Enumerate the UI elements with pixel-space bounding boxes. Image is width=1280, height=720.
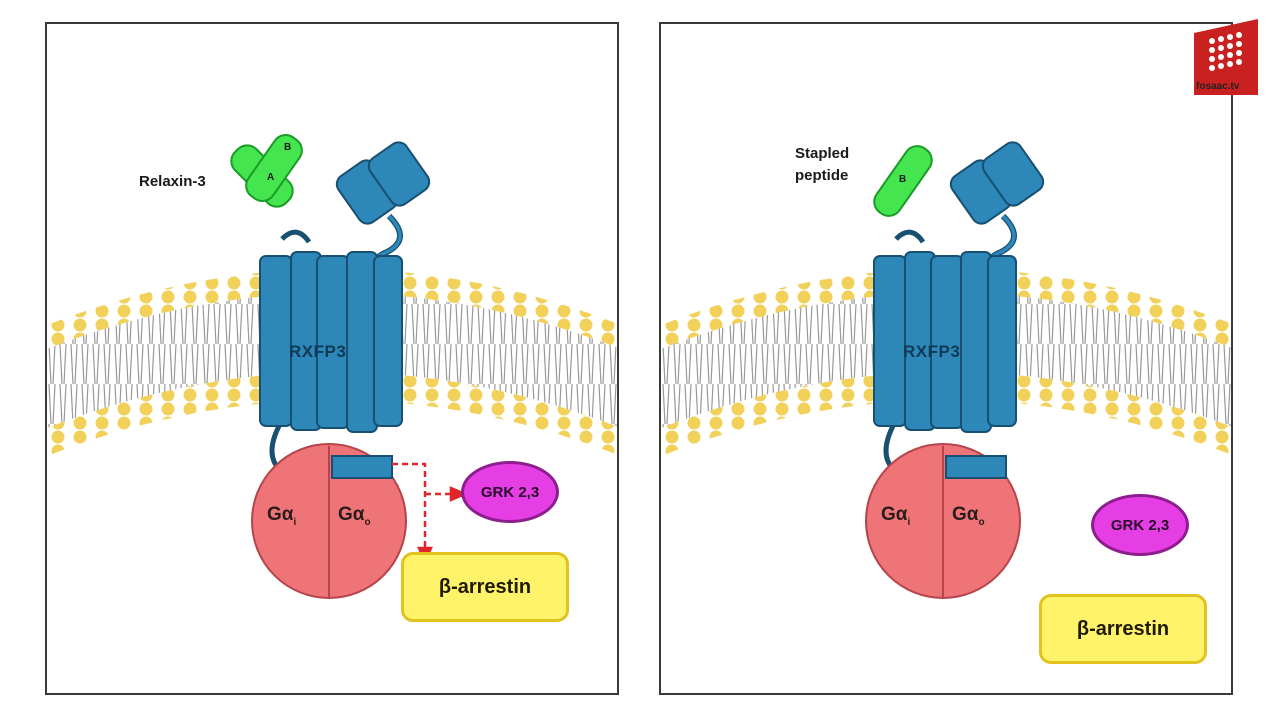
panel-stapled-peptide: Stapled peptide B RXFP3 Gαi Gαo GRK 2,3 … <box>659 22 1233 695</box>
stapled-peptide-ligand <box>873 145 933 217</box>
g-protein <box>251 443 407 599</box>
diagram-canvas <box>47 134 617 599</box>
relaxin3-ligand <box>230 134 303 208</box>
g-alpha-i-label: Gαi <box>267 504 297 528</box>
receptor-extracellular-domain <box>949 141 1045 274</box>
g-alpha-o-label: Gαo <box>952 504 985 528</box>
panel-relaxin3: Relaxin-3 B A RXFP3 Gαi Gαo GRK 2,3 β-ar… <box>45 22 619 695</box>
grk-badge: GRK 2,3 <box>1091 494 1189 556</box>
g-alpha-i-label: Gαi <box>881 504 911 528</box>
ligand-label: Relaxin-3 <box>139 173 206 190</box>
chain-b-label: B <box>284 142 292 153</box>
receptor-extracellular-domain <box>335 141 431 274</box>
receptor-helices <box>873 229 1017 471</box>
receptor-label: RXFP3 <box>903 342 961 361</box>
chain-a-label: A <box>267 172 275 183</box>
receptor-helices <box>259 229 403 471</box>
grk-badge: GRK 2,3 <box>461 461 559 523</box>
chain-b-label: B <box>899 174 907 185</box>
ligand-label-line1: Stapled <box>795 145 850 162</box>
logo-text: fosaac.tv <box>1196 81 1240 92</box>
g-alpha-o-label: Gαo <box>338 504 371 528</box>
receptor-label: RXFP3 <box>289 342 347 361</box>
beta-arrestin-box: β-arrestin <box>1039 594 1207 664</box>
channel-logo[interactable] <box>1192 19 1262 97</box>
diagram-canvas <box>661 141 1231 599</box>
ligand-label-line2: peptide <box>795 167 849 184</box>
g-protein <box>865 443 1021 599</box>
beta-arrestin-box: β-arrestin <box>401 552 569 622</box>
fosaac-logo-icon <box>1194 19 1258 95</box>
